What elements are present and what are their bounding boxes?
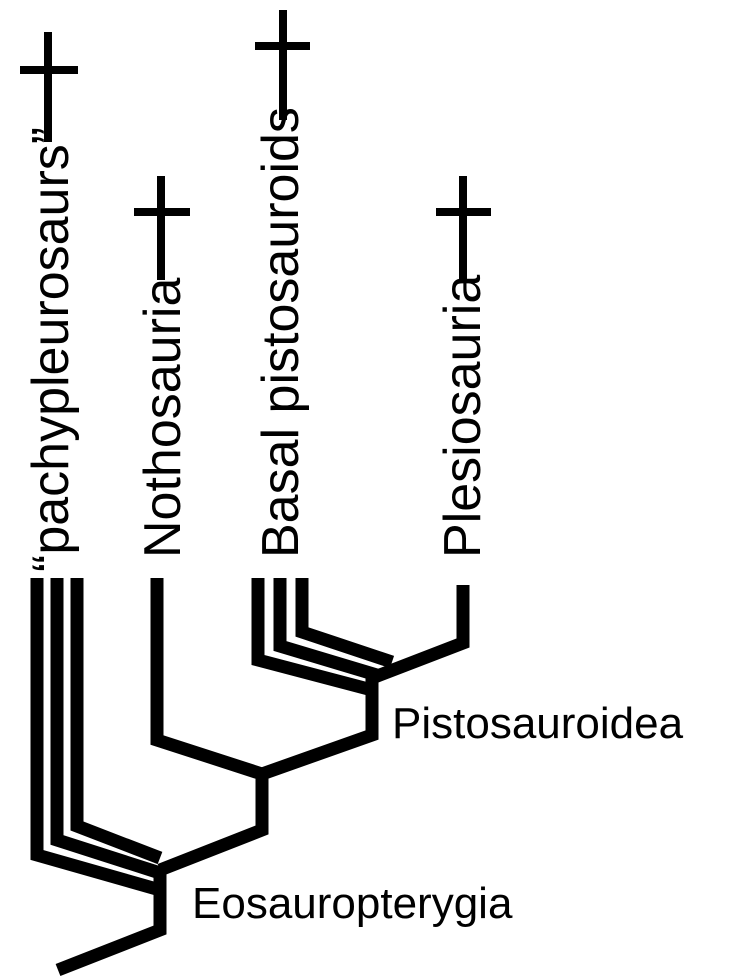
dagger-icon xyxy=(255,10,310,106)
dagger-icon xyxy=(134,176,190,270)
pistosauroidea-stem xyxy=(259,678,379,781)
node-label-pistosauroidea: Pistosauroidea xyxy=(392,699,684,748)
dagger-icon xyxy=(436,176,491,270)
pachypleurosaur-line-1 xyxy=(30,578,162,897)
node-label-eosauropterygia: Eosauropterygia xyxy=(192,879,513,928)
taxon-label-basal-pistosauroids: Basal pistosauroids xyxy=(252,107,310,558)
plesiosauria-branch xyxy=(369,585,470,685)
taxon-label-nothosauria: Nothosauria xyxy=(134,278,192,558)
basal-pistosauroid-line-3 xyxy=(295,578,395,669)
nothosauria-branch xyxy=(150,578,265,781)
connector-dashes xyxy=(44,106,467,280)
eosauropterygia-right-branch xyxy=(157,774,269,877)
taxon-label-plesiosauria: Plesiosauria xyxy=(434,275,492,558)
taxon-label-pachypleurosaurs: “pachypleurosaurs” xyxy=(22,127,80,572)
tree-branches xyxy=(30,578,470,977)
basal-pistosauroid-line-1 xyxy=(251,578,374,697)
pachypleurosaur-line-3 xyxy=(70,578,163,865)
basal-pistosauroid-line-2 xyxy=(273,578,382,683)
dagger-icon xyxy=(20,32,78,130)
pachypleurosaur-line-2 xyxy=(50,578,162,880)
